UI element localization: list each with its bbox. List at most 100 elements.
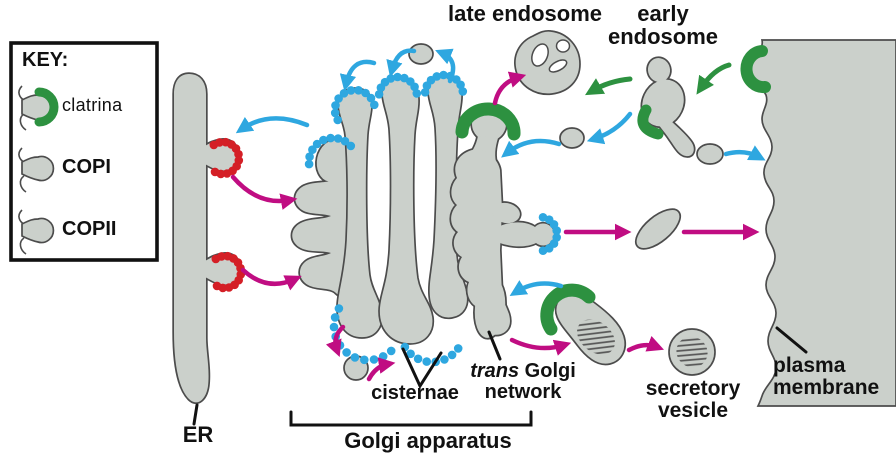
copi-dot (552, 226, 561, 235)
copi-dot (308, 145, 317, 154)
copi-dot (447, 350, 457, 360)
arrow-vesicle-to-membrane (723, 145, 766, 161)
copi-dot (386, 346, 396, 356)
copi-dot (410, 82, 419, 92)
early-endosome-label: early endosome (607, 1, 719, 49)
copi-dot (439, 70, 448, 80)
er-shape (172, 72, 242, 405)
transport-vesicle-to-membrane (696, 143, 724, 165)
copi-dot (330, 108, 340, 118)
copi-dot (360, 355, 369, 365)
copi-dot (331, 101, 340, 110)
key-box (9, 41, 159, 262)
copi-dot (304, 159, 314, 169)
arrow-er-to-golgi-2 (240, 267, 302, 291)
plasma-membrane-label: plasma membrane (773, 354, 880, 399)
plasma-membrane-shape (743, 39, 896, 407)
copi-dot (340, 136, 350, 146)
clathrin-coat-secretory (540, 283, 596, 336)
copi-dot (453, 344, 463, 353)
arrow-cis-vesicle-down (325, 324, 346, 357)
clathrin-coat-early-endosome (637, 104, 664, 140)
late-endosome-shape (514, 29, 581, 96)
arrow-cisterna3-to-vesicle (435, 48, 456, 84)
copi-dot (350, 353, 360, 362)
copi-dot (406, 349, 415, 359)
copi-dot (361, 88, 370, 98)
cisterna-2 (378, 77, 435, 345)
arrow-tgn-to-late-endosome (492, 71, 527, 106)
key-title: KEY: (22, 49, 69, 71)
arrow-er-to-golgi-1 (230, 174, 298, 210)
copi-key-icon (18, 147, 55, 193)
copi-dot (354, 86, 363, 95)
copi-dot (326, 133, 335, 143)
secretory-vesicle-shape (668, 328, 716, 376)
copi-dot (378, 352, 388, 361)
retrograde-arrows (235, 48, 766, 296)
cisterna-1 (336, 87, 384, 339)
clathrin-key-icon (18, 85, 59, 131)
cisternae-label: cisternae (371, 382, 459, 404)
copii-dot (224, 283, 234, 292)
budding-secretory-vesicle (554, 290, 627, 366)
arrow-vesicle-to-tgn (501, 138, 562, 158)
golgi-apparatus-label: Golgi apparatus (344, 428, 512, 453)
copi-dot (432, 72, 442, 81)
er-label: ER (182, 422, 214, 447)
copii-dot (217, 252, 226, 261)
key-label-clathrin: clatrina (62, 95, 123, 115)
copi-dot (319, 135, 328, 145)
copi-dot (420, 88, 430, 97)
copii-dot (222, 169, 232, 178)
copi-dot (305, 152, 314, 161)
copi-dot (366, 93, 376, 103)
copii-dot (212, 281, 222, 291)
pointer-cisternae (401, 347, 443, 390)
copi-dot (330, 313, 340, 322)
arrow-vesicle-to-cisterna2 (386, 48, 417, 78)
late-endosome-label: late endosome (447, 1, 603, 26)
copi-dot (538, 246, 548, 255)
pointer-er (192, 403, 199, 426)
arrow-tgn-to-secretory (509, 337, 572, 356)
copii-key-icon (18, 209, 55, 255)
copi-dot (346, 86, 356, 95)
copi-dot (312, 139, 322, 149)
arrow-secretory-to-tgn (509, 280, 564, 296)
copi-dot (458, 87, 468, 96)
arrow-budding-to-secretory (626, 335, 664, 353)
golgi-apparatus-bracket (289, 410, 533, 427)
copi-dot (369, 355, 379, 364)
copi-dot (422, 357, 432, 366)
trans-golgi-network-label: trans Golgi network (470, 360, 576, 403)
copi-dot (440, 355, 449, 364)
endocytosis-arrows (585, 62, 732, 96)
copi-dot (342, 348, 351, 357)
copi-dot (333, 115, 343, 125)
arrow-early-to-late-endosome (585, 76, 633, 96)
transport-vesicle-endosome-tgn (559, 127, 585, 149)
secretory-vesicle-label: secretory vesicle (645, 377, 741, 422)
key-label-copii: COPII (62, 218, 117, 240)
copi-dot (329, 322, 339, 332)
copii-dot (215, 138, 224, 147)
copi-dot (334, 304, 344, 313)
transport-tubule (634, 208, 682, 250)
copi-dot (334, 94, 343, 103)
copi-dot (346, 141, 356, 151)
copi-dot (333, 134, 343, 143)
arrow-cisterna2-to-1 (339, 59, 377, 92)
pointer-plasma-membrane (775, 326, 808, 354)
copi-dot (374, 90, 384, 99)
key-label-copi: COPI (62, 156, 111, 178)
pointer-trans-golgi (487, 330, 502, 361)
anterograde-arrows (230, 71, 760, 382)
clathrin-coated-pit (740, 45, 771, 94)
copi-dot (413, 354, 423, 364)
arrow-cis-vesicle-up (366, 357, 396, 382)
transport-vesicle-golgi-top (408, 43, 434, 65)
copii-dot (234, 149, 243, 159)
